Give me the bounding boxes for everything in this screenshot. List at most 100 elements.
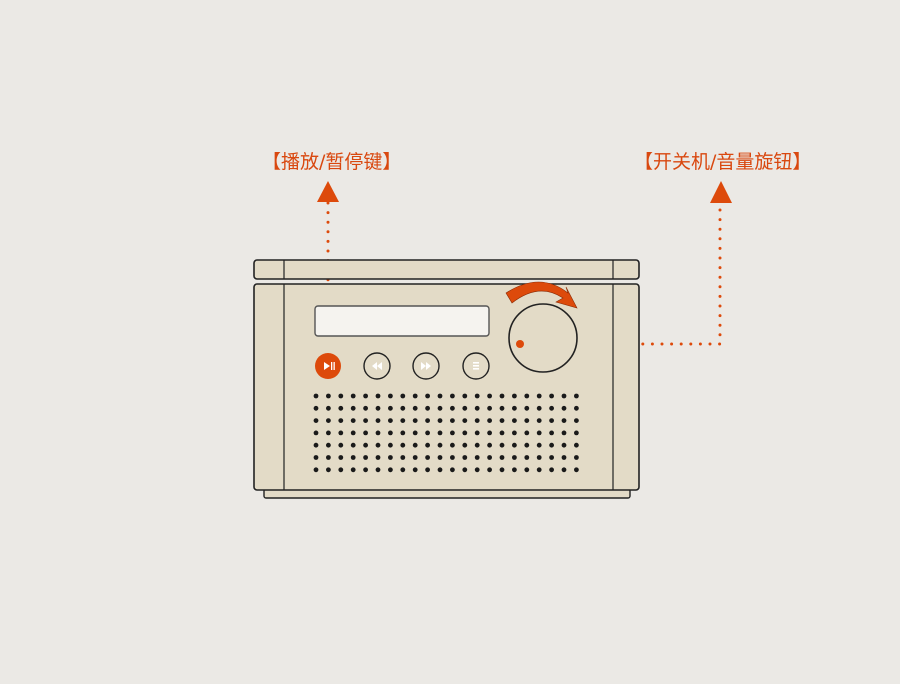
- speaker-hole: [549, 442, 554, 448]
- speaker-hole: [561, 467, 567, 473]
- speaker-hole: [512, 455, 517, 460]
- speaker-hole: [512, 430, 517, 436]
- speaker-hole: [512, 418, 517, 423]
- clockwise-arrow-icon: [505, 281, 578, 309]
- speaker-hole: [462, 455, 468, 460]
- speaker-hole: [561, 405, 567, 411]
- speaker-hole: [549, 467, 554, 473]
- speaker-hole: [549, 405, 554, 411]
- speaker-hole: [462, 393, 468, 399]
- speaker-hole: [326, 455, 331, 460]
- speaker-hole: [499, 393, 505, 399]
- menu-icon: [473, 362, 479, 370]
- speaker-hole: [412, 467, 418, 473]
- speaker-hole: [536, 405, 542, 411]
- rewind-icon: [372, 362, 382, 370]
- speaker-hole: [350, 418, 356, 423]
- speaker-hole: [363, 455, 368, 460]
- speaker-hole: [499, 467, 505, 473]
- speaker-hole: [412, 455, 418, 460]
- speaker-hole: [326, 442, 331, 448]
- speaker-hole: [549, 393, 554, 399]
- speaker-hole: [400, 455, 406, 460]
- speaker-hole: [561, 393, 567, 399]
- speaker-hole: [536, 442, 542, 448]
- speaker-hole: [487, 418, 492, 423]
- speaker-hole: [313, 393, 319, 399]
- speaker-hole: [437, 430, 443, 436]
- speaker-hole: [487, 455, 492, 460]
- speaker-hole: [375, 405, 381, 411]
- speaker-hole: [425, 405, 430, 411]
- rewind-button[interactable]: [363, 352, 391, 380]
- speaker-hole: [499, 405, 505, 411]
- speaker-hole: [450, 430, 455, 436]
- fast-forward-button[interactable]: [412, 352, 440, 380]
- speaker-hole: [574, 393, 579, 399]
- speaker-hole: [313, 455, 319, 460]
- speaker-grille: [313, 393, 579, 473]
- speaker-hole: [574, 405, 579, 411]
- power-volume-label: 【开关机/音量旋钮】: [634, 151, 811, 173]
- speaker-hole: [474, 418, 480, 423]
- speaker-hole: [549, 418, 554, 423]
- speaker-hole: [574, 442, 579, 448]
- speaker-hole: [574, 430, 579, 436]
- speaker-hole: [313, 418, 319, 423]
- power-volume-pointer-arrow: [710, 181, 732, 203]
- radio-display: [314, 305, 490, 337]
- speaker-hole: [512, 405, 517, 411]
- speaker-hole: [437, 455, 443, 460]
- speaker-hole: [338, 430, 344, 436]
- speaker-hole: [363, 393, 368, 399]
- speaker-hole: [350, 442, 356, 448]
- speaker-hole: [450, 405, 455, 411]
- speaker-hole: [375, 418, 381, 423]
- speaker-hole: [400, 393, 406, 399]
- speaker-hole: [561, 442, 567, 448]
- speaker-hole: [350, 430, 356, 436]
- speaker-hole: [437, 418, 443, 423]
- speaker-hole: [350, 393, 356, 399]
- speaker-hole: [512, 393, 517, 399]
- speaker-hole: [313, 442, 319, 448]
- speaker-hole: [574, 418, 579, 423]
- speaker-hole: [388, 405, 393, 411]
- radio-top-lid: [253, 259, 640, 280]
- speaker-hole: [425, 418, 430, 423]
- speaker-hole: [338, 442, 344, 448]
- menu-button[interactable]: [462, 352, 490, 380]
- speaker-hole: [512, 467, 517, 473]
- speaker-hole: [549, 455, 554, 460]
- speaker-hole: [425, 467, 430, 473]
- speaker-hole: [474, 455, 480, 460]
- speaker-hole: [487, 393, 492, 399]
- speaker-hole: [462, 467, 468, 473]
- speaker-hole: [338, 455, 344, 460]
- speaker-hole: [350, 455, 356, 460]
- speaker-hole: [338, 405, 344, 411]
- speaker-hole: [524, 405, 530, 411]
- speaker-hole: [350, 467, 356, 473]
- speaker-hole: [536, 430, 542, 436]
- speaker-hole: [524, 393, 530, 399]
- speaker-hole: [400, 467, 406, 473]
- speaker-hole: [412, 405, 418, 411]
- speaker-hole: [499, 418, 505, 423]
- speaker-hole: [524, 467, 530, 473]
- play-pause-button[interactable]: [315, 353, 341, 379]
- speaker-hole: [450, 442, 455, 448]
- speaker-hole: [536, 418, 542, 423]
- speaker-hole: [524, 442, 530, 448]
- speaker-hole: [499, 455, 505, 460]
- speaker-hole: [574, 455, 579, 460]
- speaker-hole: [363, 418, 368, 423]
- speaker-hole: [363, 430, 368, 436]
- speaker-hole: [561, 455, 567, 460]
- power-volume-knob[interactable]: [508, 303, 578, 373]
- speaker-hole: [388, 455, 393, 460]
- speaker-hole: [338, 418, 344, 423]
- speaker-hole: [388, 442, 393, 448]
- speaker-hole: [512, 442, 517, 448]
